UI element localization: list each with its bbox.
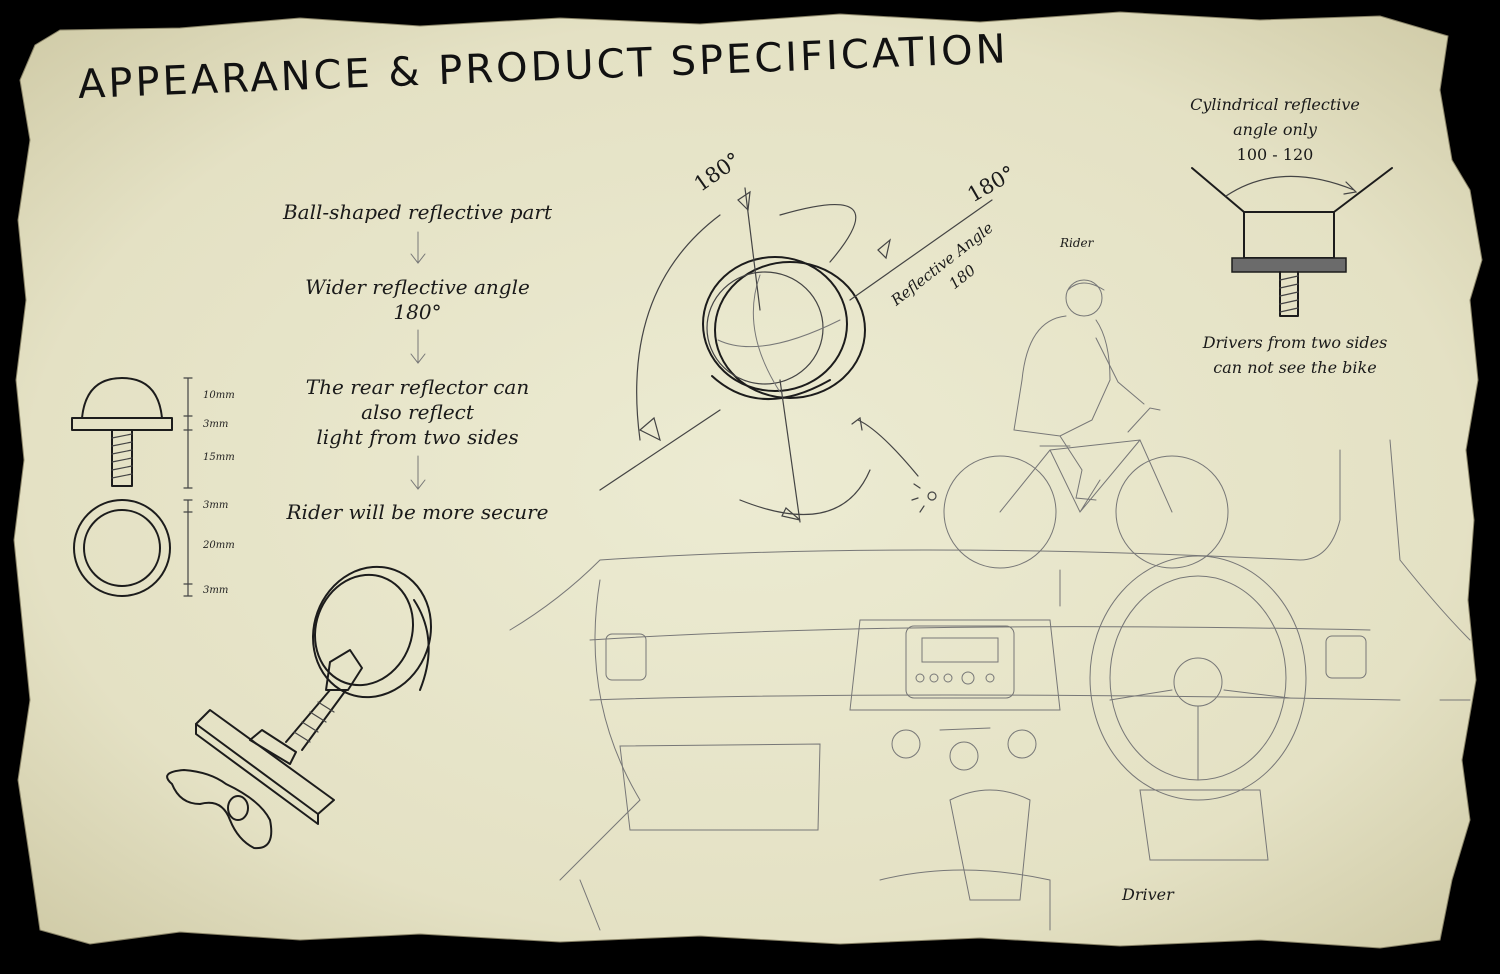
flow-step-2-line-2: 180°	[393, 300, 442, 324]
cylindrical-label-line-1: Cylindrical reflective	[1190, 95, 1360, 114]
dimension-label: 20mm	[203, 540, 235, 551]
cylindrical-caption-line-1: Drivers from two sides	[1202, 333, 1388, 352]
flow-step-2-line-1: Wider reflective angle	[305, 275, 530, 299]
reflector-top-view	[73, 499, 171, 597]
flow-step-3-line-1: The rear reflector can	[305, 375, 530, 399]
flow-step-1: Ball-shaped reflective part	[282, 200, 553, 224]
rider-label: Rider	[1060, 236, 1094, 250]
cylindrical-reflector	[1191, 167, 1393, 317]
dimension-label: 3mm	[203, 500, 229, 511]
car-dashboard	[509, 439, 1471, 931]
reflector-side-view	[71, 377, 173, 487]
cylindrical-label-line-2: angle only	[1233, 120, 1317, 139]
flow-step-3-line-3: light from two sides	[316, 425, 519, 449]
rider-on-bicycle	[943, 279, 1229, 569]
dimension-label: 15mm	[203, 452, 235, 463]
driver-label: Driver	[1122, 885, 1174, 904]
flow-step-4: Rider will be more secure	[286, 500, 549, 524]
dimension-label: 3mm	[203, 419, 229, 430]
dimension-label: 10mm	[203, 390, 235, 401]
reflective-angle-lines	[599, 187, 993, 523]
cylindrical-caption-line-2: can not see the bike	[1213, 358, 1377, 377]
flow-step-3-line-2: also reflect	[361, 400, 474, 424]
reflector-perspective	[166, 565, 432, 850]
bike-reflector-icon	[911, 483, 937, 513]
dimension-label: 3mm	[203, 585, 229, 596]
cylindrical-angle-range: 100 - 120	[1236, 145, 1314, 164]
dimension-lines	[183, 377, 193, 597]
central-reflector	[702, 256, 866, 400]
flow-arrows	[410, 231, 426, 490]
